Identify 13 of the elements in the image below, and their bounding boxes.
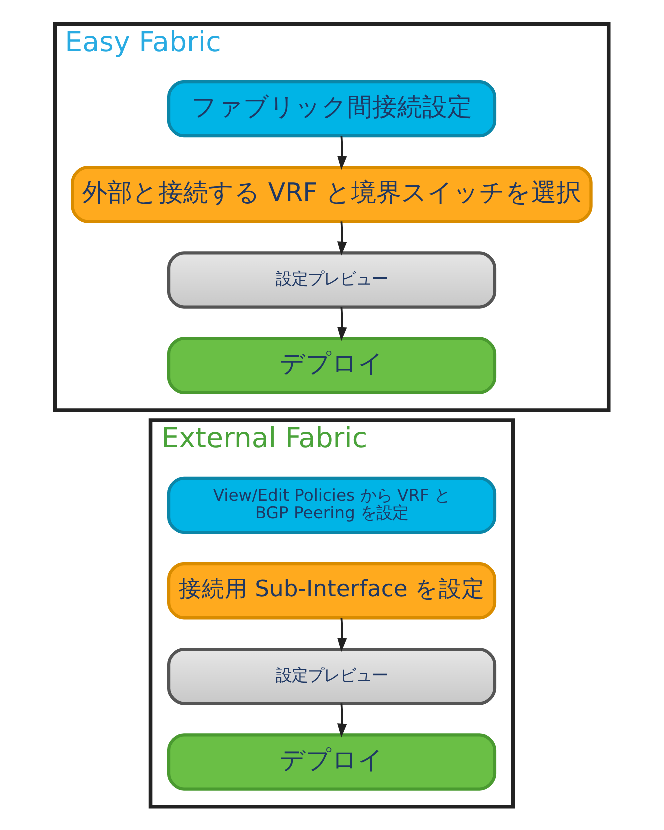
node-box: 設定プレビュー bbox=[167, 648, 497, 705]
node-box: View/Edit Policies から VRF と BGP Peering を設定 bbox=[167, 476, 497, 534]
arrow bbox=[338, 306, 348, 341]
node-box: 外部と接続する VRF と境界スイッチを選択 bbox=[71, 166, 593, 223]
node-box: ファブリック間接続設定 bbox=[167, 80, 497, 138]
node-box: 設定プレビュー bbox=[167, 251, 497, 308]
arrow bbox=[338, 618, 348, 652]
arrow bbox=[338, 703, 348, 738]
arrow bbox=[338, 221, 348, 256]
node-box: デプロイ bbox=[167, 336, 497, 394]
node-box: デプロイ bbox=[167, 733, 497, 790]
node-box: 接続用 Sub-Interface を設定 bbox=[167, 562, 497, 620]
arrow bbox=[338, 136, 348, 170]
